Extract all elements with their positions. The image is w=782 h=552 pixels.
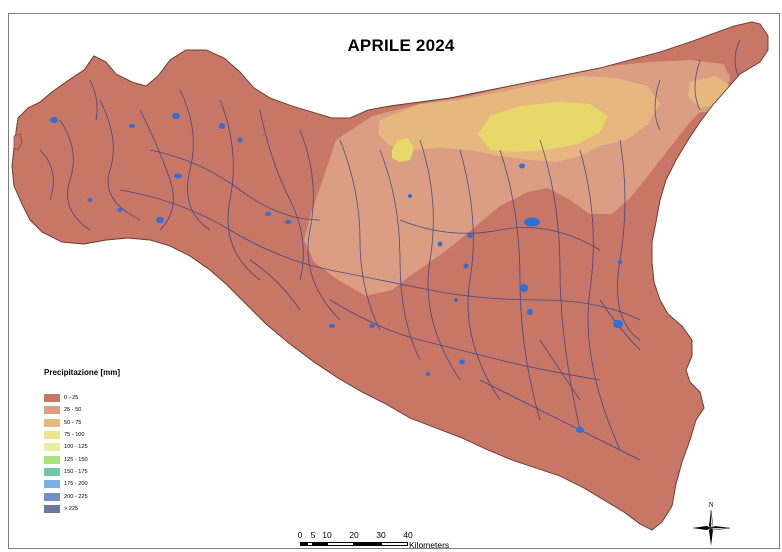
legend-swatch [44,406,60,415]
legend-label: > 225 [64,505,79,512]
scale-segment [327,542,354,546]
legend-swatch [44,480,60,489]
legend-swatch [44,418,60,427]
legend-label: 75 - 100 [64,432,85,439]
legend-item: 25 - 50 [44,404,184,416]
legend-label: 175 - 200 [64,481,88,488]
legend-item: 125 - 150 [44,453,184,465]
scale-tick-30: 30 [376,530,386,540]
map-title: APRILE 2024 [347,36,455,55]
legend-swatch [44,443,60,452]
legend-item: 50 - 75 [44,417,184,429]
islet-west [13,133,23,151]
precipitation-legend: Precipitazione [mm] 0 - 25 25 - 50 50 - 75… [44,368,184,515]
scale-segment [354,542,381,546]
legend-swatch [44,394,60,403]
legend-item: > 225 [44,503,184,515]
scale-tick-0: 0 [297,530,303,540]
legend-item: 75 - 100 [44,429,184,441]
legend-label: 50 - 75 [64,419,82,426]
reservoirs [50,113,623,433]
north-label: N [708,501,713,509]
legend-swatch [44,504,60,513]
precip-zone-75-100-small [392,138,414,162]
legend-items: 0 - 25 25 - 50 50 - 75 75 - 100 100 - 125 125… [44,392,184,515]
scale-tick-10: 10 [322,530,332,540]
scale-bar: 0 5 10 20 30 40 Kilometers [296,530,476,552]
legend-swatch [44,467,60,476]
scale-units: Kilometers [409,540,450,550]
legend-label: 100 - 125 [64,444,88,451]
scale-segment [300,542,307,546]
scale-tick-40: 40 [403,530,413,540]
precip-zone-75-100 [478,102,608,152]
scale-segment [307,542,313,546]
river-network [39,39,741,461]
legend-item: 100 - 125 [44,441,184,453]
legend-swatch [44,492,60,501]
legend-item: 150 - 175 [44,466,184,478]
legend-swatch [44,431,60,440]
legend-item: 200 - 225 [44,490,184,502]
north-arrow-icon: N [692,501,731,546]
legend-item: 175 - 200 [44,478,184,490]
legend-item: 0 - 25 [44,392,184,404]
legend-label: 200 - 225 [64,493,88,500]
scale-segment [313,542,327,546]
scale-tick-5: 5 [310,530,316,540]
legend-label: 150 - 175 [64,468,88,475]
legend-swatch [44,455,60,464]
scale-tick-20: 20 [349,530,359,540]
legend-label: 25 - 50 [64,407,82,414]
scale-segment [381,542,408,546]
legend-label: 0 - 25 [64,395,79,402]
legend-label: 125 - 150 [64,456,88,463]
legend-title: Precipitazione [mm] [44,368,121,377]
